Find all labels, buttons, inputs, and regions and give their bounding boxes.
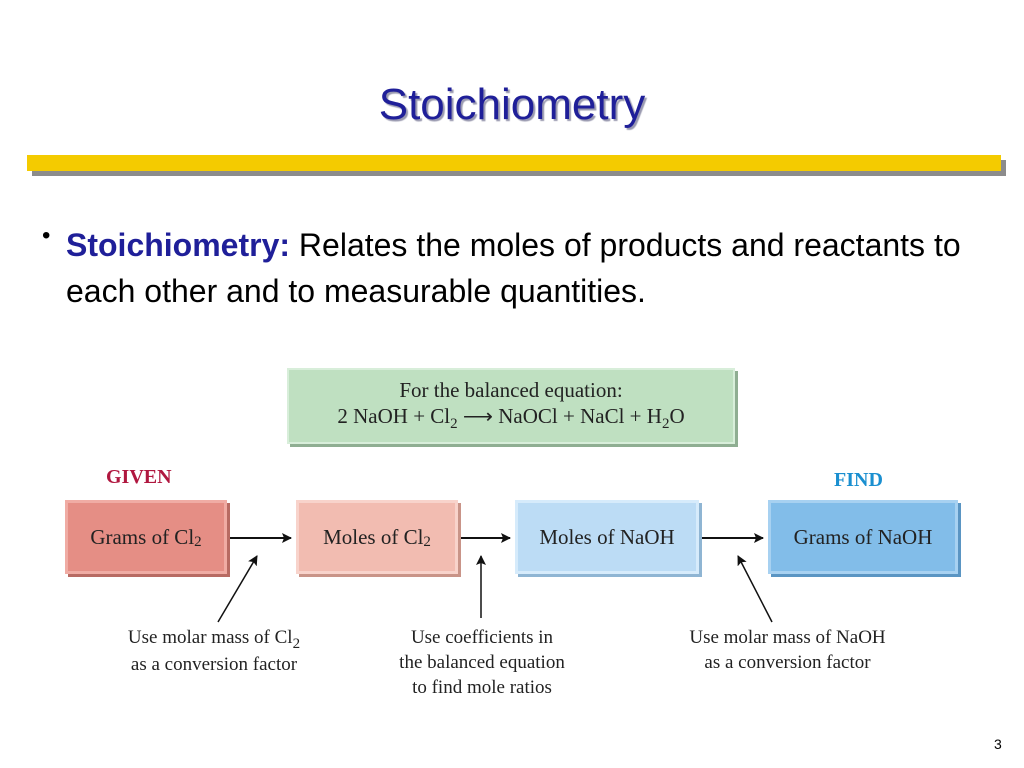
- equation-sub-cl: 2: [450, 416, 458, 432]
- note-coefficients-line1: Use coefficients in: [410, 627, 554, 648]
- note-molar-mass-cl2-line1: Use molar mass of Cl: [127, 627, 293, 648]
- pointer-molar-mass-naoh: [737, 555, 773, 623]
- note-molar-mass-naoh-line1: Use molar mass of NaOH: [689, 627, 886, 648]
- equation-products: NaOCl + NaCl + H: [498, 404, 662, 428]
- note-coefficients-line2: the balanced equation: [399, 652, 565, 673]
- equation-box: For the balanced equation: 2 NaOH + Cl2 …: [287, 368, 735, 444]
- note-coefficients: Use coefficients in the balanced equatio…: [352, 625, 612, 700]
- balanced-equation: 2 NaOH + Cl2 ⟶ NaOCl + NaCl + H2O: [287, 403, 735, 432]
- box-moles-naoh-text: Moles of NaOH: [539, 524, 675, 549]
- box-moles-cl2-text: Moles of Cl: [323, 524, 424, 549]
- bullet-definition: Relates the moles of products and reacta…: [66, 227, 961, 309]
- bullet-term: Stoichiometry:: [66, 227, 291, 263]
- note-coefficients-line3: to find mole ratios: [412, 677, 552, 698]
- box-grams-cl2-sub: 2: [194, 533, 202, 550]
- note-molar-mass-cl2-line2: as a conversion factor: [130, 654, 298, 675]
- bullet-marker: •: [42, 222, 51, 249]
- slide-title: Stoichiometry: [378, 80, 646, 129]
- box-grams-naoh: Grams of NaOH: [768, 500, 958, 574]
- bullet-text: Stoichiometry: Relates the moles of prod…: [66, 222, 986, 314]
- box-moles-cl2-sub: 2: [423, 533, 431, 550]
- note-molar-mass-naoh: Use molar mass of NaOH as a conversion f…: [650, 625, 925, 675]
- box-grams-cl2-text: Grams of Cl: [90, 524, 195, 549]
- note-molar-mass-cl2: Use molar mass of Cl2 as a conversion fa…: [84, 625, 344, 677]
- equation-heading: For the balanced equation:: [399, 378, 623, 402]
- pointer-molar-mass-cl2: [217, 555, 258, 623]
- equation-products-end: O: [669, 404, 685, 428]
- find-label: FIND: [834, 469, 883, 491]
- box-moles-naoh: Moles of NaOH: [515, 500, 699, 574]
- equation-arrow: ⟶: [457, 404, 499, 428]
- title-rule: [27, 155, 1001, 171]
- box-grams-naoh-text: Grams of NaOH: [793, 524, 933, 549]
- note-molar-mass-naoh-line2: as a conversion factor: [704, 652, 871, 673]
- given-label: GIVEN: [106, 466, 172, 488]
- slide-number: 3: [994, 736, 1002, 752]
- equation-reactants: 2 NaOH + Cl: [337, 404, 451, 428]
- equation-sub-h: 2: [661, 416, 670, 432]
- note-molar-mass-cl2-sub: 2: [292, 636, 301, 652]
